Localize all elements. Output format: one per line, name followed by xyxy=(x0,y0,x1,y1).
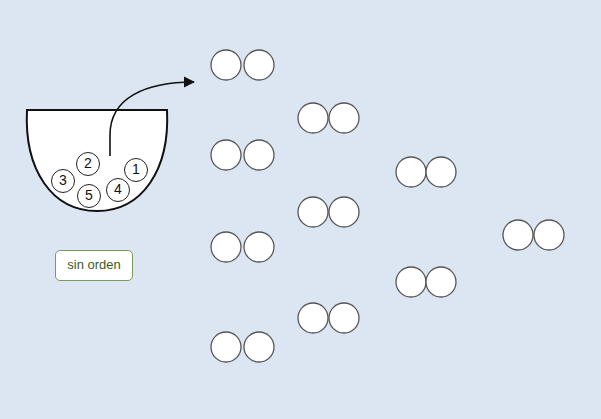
empty-ball xyxy=(244,140,274,170)
numbered-ball: 5 xyxy=(77,184,101,208)
empty-ball xyxy=(426,157,456,187)
numbered-ball: 4 xyxy=(106,178,130,202)
empty-ball xyxy=(329,303,359,333)
empty-ball xyxy=(211,140,241,170)
empty-ball xyxy=(211,332,241,362)
label-text: sin orden xyxy=(67,258,120,272)
bowl xyxy=(27,110,167,211)
empty-pairs xyxy=(211,50,564,362)
empty-ball xyxy=(503,220,533,250)
label-box: sin orden xyxy=(55,250,133,281)
empty-ball xyxy=(298,103,328,133)
empty-ball xyxy=(244,232,274,262)
empty-ball xyxy=(426,267,456,297)
numbered-ball: 2 xyxy=(76,152,100,176)
empty-ball xyxy=(396,267,426,297)
numbered-ball: 1 xyxy=(124,158,148,182)
empty-ball xyxy=(298,303,328,333)
ball-number: 4 xyxy=(114,182,122,197)
ball-number: 3 xyxy=(59,173,67,188)
empty-ball xyxy=(211,50,241,80)
ball-number: 5 xyxy=(85,188,93,203)
empty-ball xyxy=(211,232,241,262)
draw-arrow xyxy=(110,82,194,156)
ball-number: 2 xyxy=(84,156,92,171)
empty-ball xyxy=(244,50,274,80)
empty-ball xyxy=(329,197,359,227)
empty-ball xyxy=(244,332,274,362)
empty-ball xyxy=(534,220,564,250)
empty-ball xyxy=(329,103,359,133)
empty-ball xyxy=(396,157,426,187)
ball-number: 1 xyxy=(132,162,140,177)
numbered-ball: 3 xyxy=(51,169,75,193)
empty-ball xyxy=(298,197,328,227)
